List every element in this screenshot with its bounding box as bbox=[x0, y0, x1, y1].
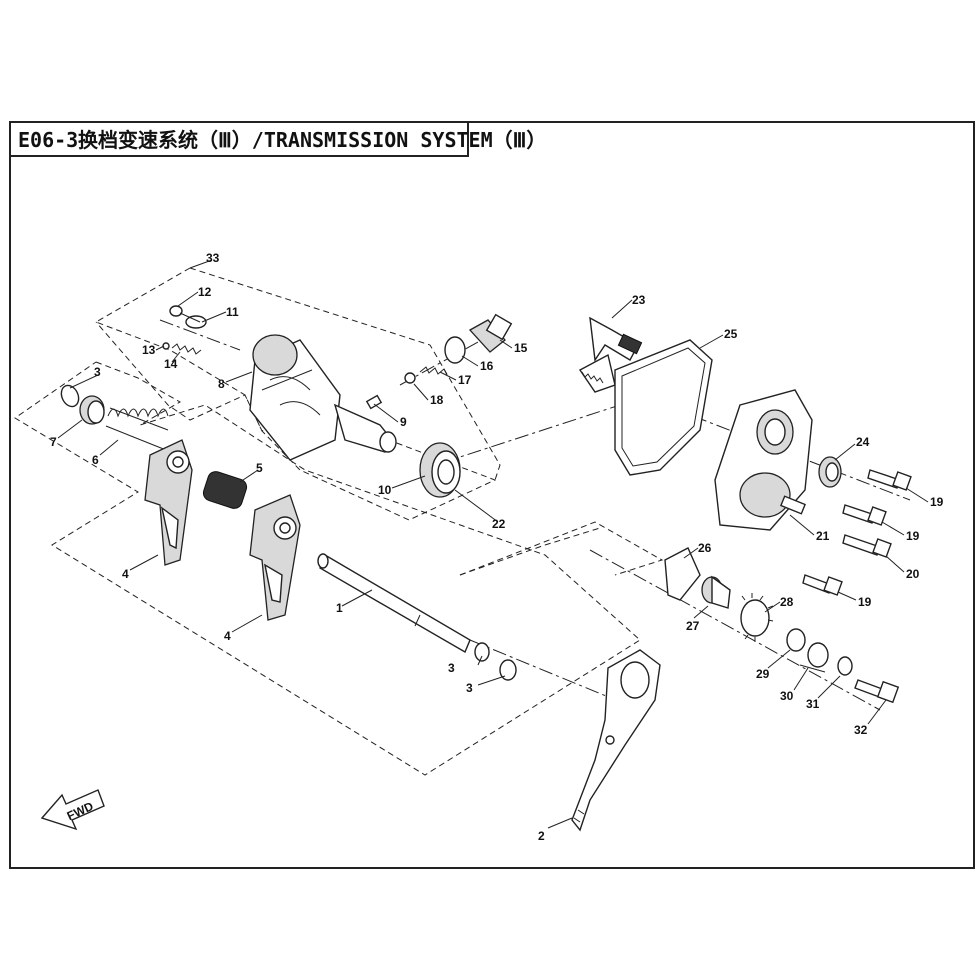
title-box bbox=[9, 121, 469, 157]
bolt-19-top bbox=[867, 469, 912, 491]
group-outline-22 bbox=[14, 361, 641, 776]
group-outline-pedal bbox=[459, 521, 664, 576]
circlip-3-bottom bbox=[499, 659, 517, 681]
callout-6: 6 bbox=[92, 453, 99, 467]
sheet-border bbox=[9, 121, 975, 869]
bolt-12 bbox=[169, 305, 201, 323]
spring-5 bbox=[202, 471, 248, 509]
callout-10: 10 bbox=[378, 483, 392, 497]
callout-14: 14 bbox=[164, 357, 178, 371]
callout-13: 13 bbox=[142, 343, 156, 357]
callout-26: 26 bbox=[698, 541, 712, 555]
group-outline-33-upper bbox=[189, 267, 501, 481]
washer-11 bbox=[185, 315, 207, 329]
callout-4-right: 4 bbox=[224, 629, 231, 643]
callout-3-top: 3 bbox=[94, 365, 101, 379]
callout-33: 33 bbox=[206, 251, 220, 265]
callout-20: 20 bbox=[906, 567, 920, 581]
plug-15 bbox=[468, 313, 513, 353]
callout-25: 25 bbox=[724, 327, 738, 341]
callout-2: 2 bbox=[538, 829, 545, 843]
callout-11: 11 bbox=[226, 305, 239, 319]
callout-24: 24 bbox=[856, 435, 870, 449]
bolt-19-low bbox=[802, 574, 843, 596]
spring-14 bbox=[171, 343, 202, 355]
ball-18 bbox=[404, 372, 416, 384]
circlip-3-top bbox=[60, 384, 80, 408]
group-outline-pedal-lower bbox=[459, 527, 601, 576]
callout-23: 23 bbox=[632, 293, 646, 307]
callout-labels: 1 2 3 3 3 4 4 5 6 7 8 9 10 11 12 13 14 1… bbox=[50, 251, 944, 843]
gasket-25 bbox=[614, 339, 713, 476]
callout-18: 18 bbox=[430, 393, 444, 407]
shift-drum-8 bbox=[249, 334, 397, 461]
bolt-32 bbox=[854, 679, 900, 704]
callout-8: 8 bbox=[218, 377, 225, 391]
leader-lines bbox=[57, 259, 929, 829]
callout-17: 17 bbox=[458, 373, 472, 387]
callout-19-low: 19 bbox=[858, 595, 872, 609]
callout-15: 15 bbox=[514, 341, 528, 355]
gasket-25-inner bbox=[621, 347, 706, 467]
bolt-20 bbox=[842, 534, 892, 558]
collar-27 bbox=[701, 575, 731, 609]
callout-30: 30 bbox=[780, 689, 794, 703]
gear-28 bbox=[740, 593, 774, 642]
shift-fork-4-right bbox=[249, 494, 301, 621]
callout-1: 1 bbox=[336, 601, 343, 615]
axis-line-pedal bbox=[589, 549, 881, 711]
callout-32: 32 bbox=[854, 723, 868, 737]
washer-29 bbox=[786, 628, 806, 652]
callout-28: 28 bbox=[780, 595, 794, 609]
spring-17 bbox=[419, 366, 448, 376]
pin-9 bbox=[365, 394, 383, 410]
callout-31: 31 bbox=[806, 697, 820, 711]
diagram-title: 换档变速系统（Ⅲ）/TRANSMISSION SYSTEM（Ⅲ） bbox=[78, 128, 546, 152]
diagram-code: E06-3 bbox=[18, 128, 78, 152]
circlip-3-mid bbox=[474, 642, 490, 662]
callout-19-mid: 19 bbox=[906, 529, 920, 543]
cover-21 bbox=[714, 389, 813, 531]
callout-9: 9 bbox=[400, 415, 407, 429]
callout-5: 5 bbox=[256, 461, 263, 475]
washer-16 bbox=[444, 336, 466, 364]
spring-6 bbox=[105, 407, 169, 451]
callout-22: 22 bbox=[492, 517, 506, 531]
bearing-10 bbox=[419, 442, 461, 498]
plate-26 bbox=[664, 547, 701, 601]
callout-29: 29 bbox=[756, 667, 770, 681]
callout-21: 21 bbox=[816, 529, 830, 543]
washer-31 bbox=[837, 656, 853, 676]
shift-arm-2 bbox=[571, 649, 661, 832]
callout-19-top: 19 bbox=[930, 495, 944, 509]
bolt-19-mid bbox=[842, 504, 887, 526]
fwd-arrow-icon: FWD bbox=[40, 789, 105, 831]
group-outline-33 bbox=[94, 267, 497, 521]
shift-fork-4-left bbox=[144, 439, 193, 566]
callout-4-left: 4 bbox=[122, 567, 129, 581]
callout-7: 7 bbox=[50, 435, 57, 449]
callout-12: 12 bbox=[198, 285, 212, 299]
callout-3-bottom: 3 bbox=[466, 681, 473, 695]
oil-seal-24 bbox=[818, 456, 842, 488]
return-spring-30 bbox=[799, 642, 829, 673]
callout-16: 16 bbox=[480, 359, 494, 373]
callout-27: 27 bbox=[686, 619, 700, 633]
callout-3-mid: 3 bbox=[448, 661, 455, 675]
collar-7-face bbox=[87, 400, 105, 424]
fork-shaft-1 bbox=[317, 553, 471, 654]
